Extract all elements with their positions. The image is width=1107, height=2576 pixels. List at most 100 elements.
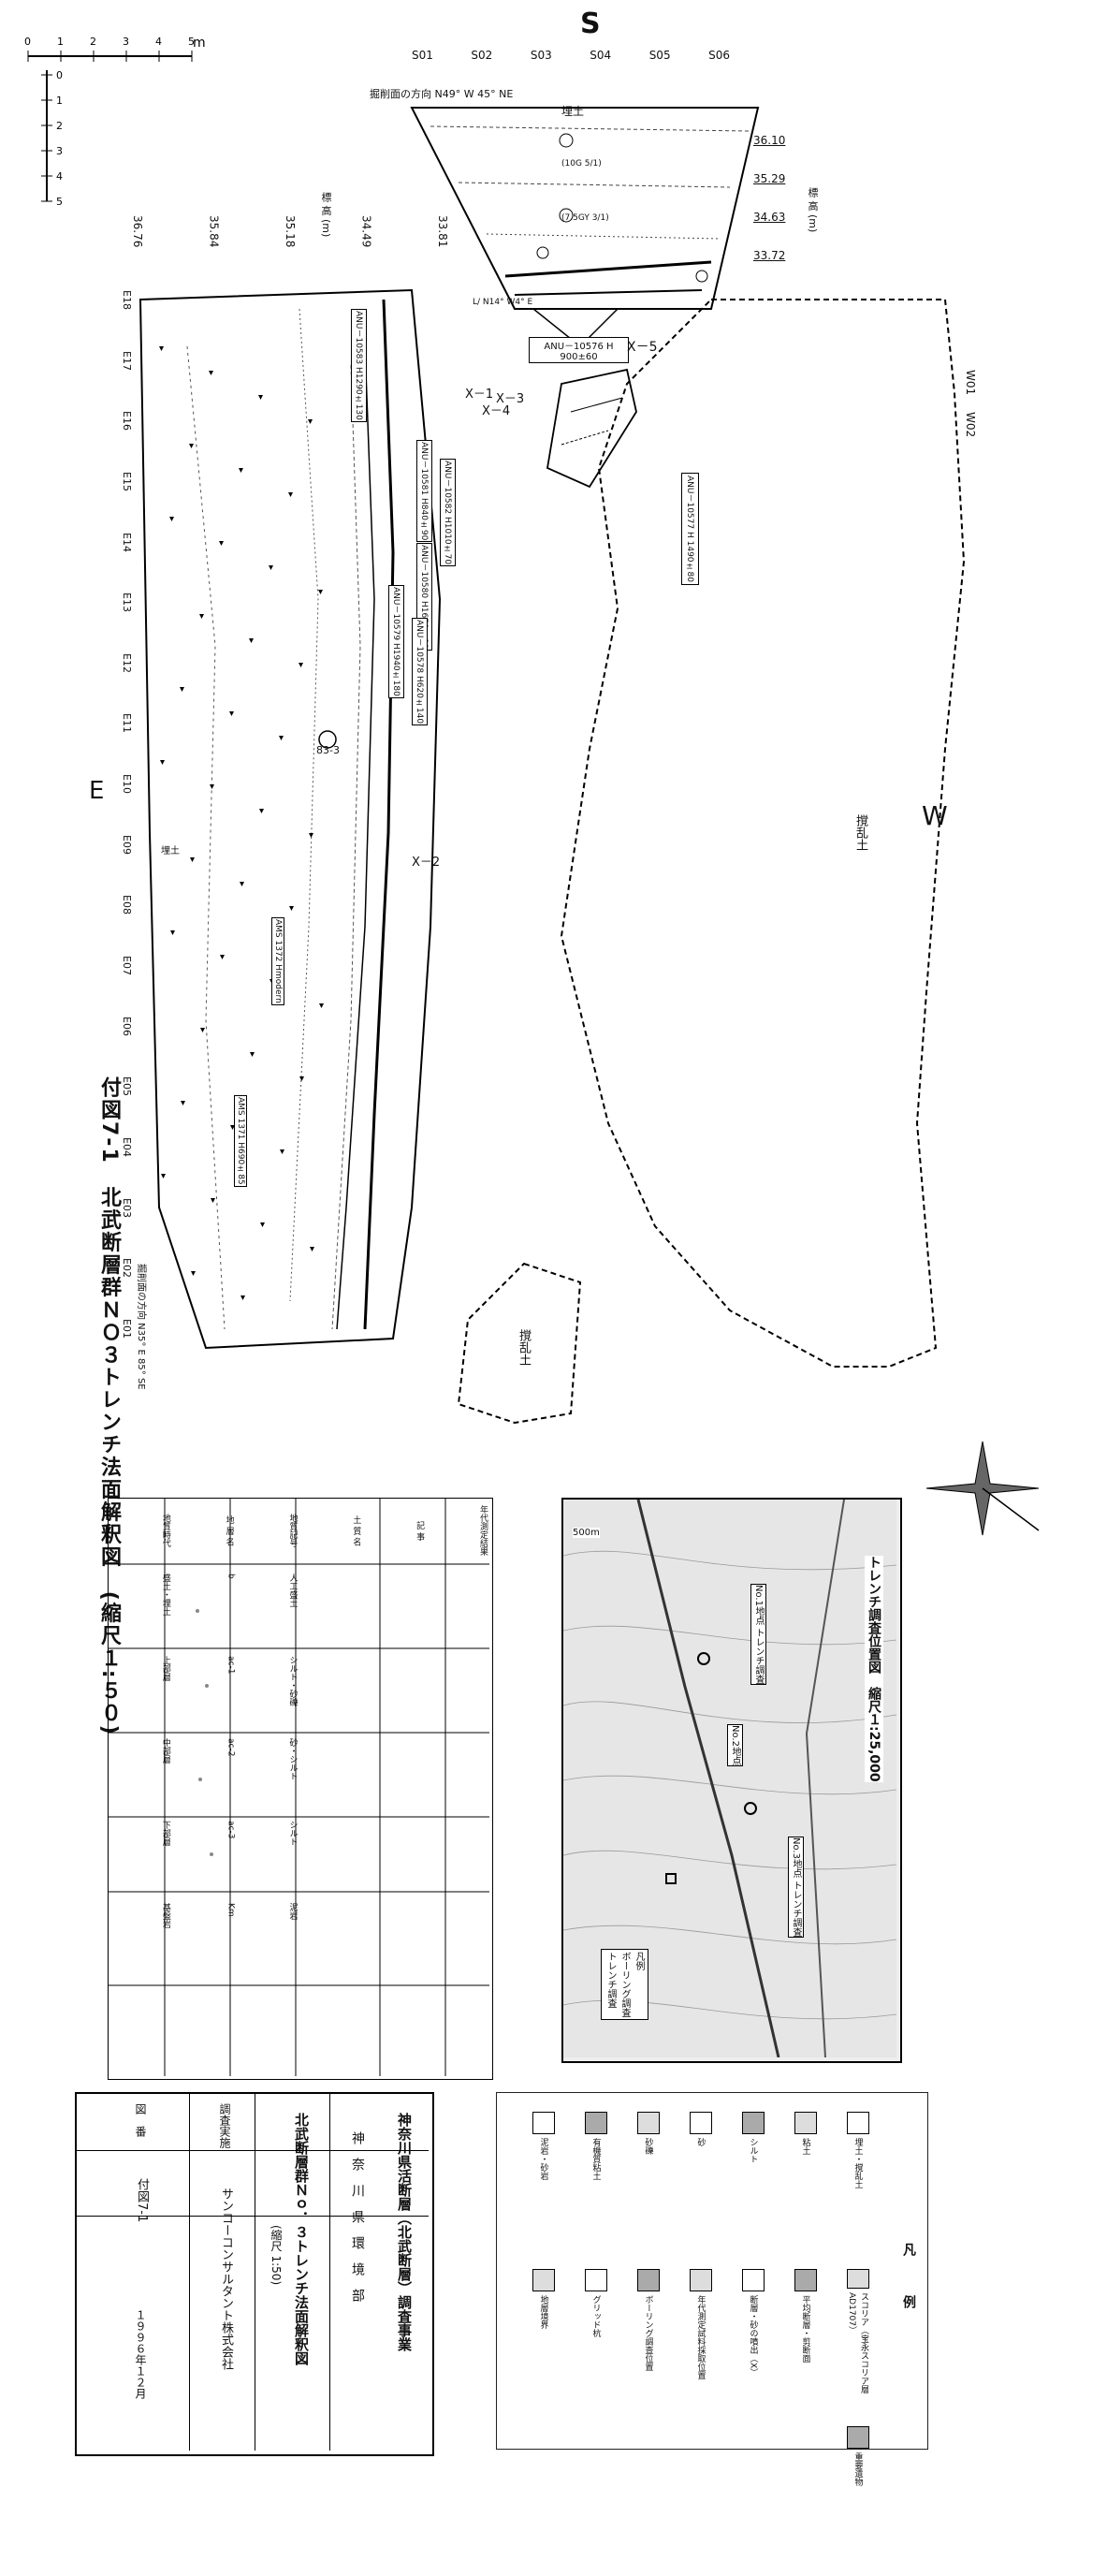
strat-cell: 砂・シルト xyxy=(287,1738,298,1780)
west-disturbed-label: 撹乱土 xyxy=(853,814,867,851)
scoria-mark xyxy=(229,711,234,716)
strat-cell xyxy=(299,1573,362,1656)
scoria-mark xyxy=(309,833,313,838)
east-sample-id: ANU－10582 H xyxy=(443,461,452,523)
scoria-mark xyxy=(209,371,213,375)
legend-item: 有機質粘土 xyxy=(574,2112,619,2261)
strat-cell: ac-2 xyxy=(226,1738,236,1757)
east-x-label-4: X－4 xyxy=(482,404,511,418)
strat-cell xyxy=(362,1738,426,1821)
scale-tick-label: 0 xyxy=(24,36,31,48)
strat-cell xyxy=(426,1738,489,1821)
scoria-mark xyxy=(180,687,184,692)
bottom-disturbed-zone xyxy=(457,1262,582,1425)
east-elevation: 36.76 xyxy=(131,215,144,248)
strat-cell xyxy=(362,1821,426,1903)
strat-cell: 下部層 xyxy=(160,1821,170,1846)
south-sample-id: ANU－10576 H xyxy=(544,342,614,352)
east-grid-label: E07 xyxy=(121,956,133,975)
scale-tick-label-v: 0 xyxy=(56,69,63,81)
strat-cell: b xyxy=(226,1573,236,1579)
legend-item-label: 地層境界 xyxy=(538,2295,548,2329)
south-sample-age: 900±60 xyxy=(560,352,598,362)
strat-cell xyxy=(299,1738,362,1821)
east-grid-label: E01 xyxy=(121,1318,133,1339)
strat-header-cell: 地質記号 xyxy=(287,1514,298,1547)
legend-swatch xyxy=(585,2112,607,2134)
south-grid-label: S04 xyxy=(590,49,612,62)
south-fault-label: L/ N14° W4° E xyxy=(473,298,533,307)
scale-tick-label-v: 2 xyxy=(56,120,63,132)
legend-item-label: 有機質粘土 xyxy=(590,2138,601,2180)
east-grid-label: E04 xyxy=(121,1136,133,1157)
legend-box: 凡 例 埋土・撹乱土粘土シルト砂砂礫有機質粘土泥岩・砂岩スコリア（宝永スコリア層… xyxy=(496,2092,928,2486)
scoria-mark xyxy=(299,1076,304,1081)
scale-tick-label: 3 xyxy=(123,36,129,48)
compass-east: E xyxy=(89,777,105,805)
scoria-mark xyxy=(211,1198,215,1203)
legend-item-label: 平均断層・剪断面 xyxy=(800,2295,810,2363)
strat-header-cell: 地 層 名 xyxy=(224,1515,234,1546)
legend-item-label: 粘土 xyxy=(800,2138,810,2155)
east-elevation: 33.81 xyxy=(436,215,449,248)
east-sample-box: ANU－10578 H620±140 xyxy=(412,618,428,726)
legend-swatch xyxy=(532,2112,555,2134)
south-x-label: X－5 xyxy=(627,340,658,355)
legend-item: 断層・砂の噴出（X） xyxy=(731,2269,776,2419)
legend-item: 年代測定試料採取位置 xyxy=(678,2269,723,2419)
west-sample-box: ANU－10577 H 1490±80 xyxy=(681,473,699,585)
east-grid-label: E15 xyxy=(121,471,133,491)
legend-item-label: 埋土・撹乱土 xyxy=(852,2138,863,2188)
strat-cell: 人工盛土 xyxy=(287,1573,298,1607)
south-sample-box: ANU－10576 H 900±60 xyxy=(529,337,629,363)
west-sample-id: ANU－10577 H xyxy=(685,476,694,538)
east-sample-box: ANU－10583 H1290±130 xyxy=(351,309,367,422)
legend-swatch xyxy=(794,2269,817,2291)
scoria-mark xyxy=(219,541,224,546)
legend-item-label: 砂礫 xyxy=(643,2138,653,2155)
tb-client: 神奈川県活断層（北武断層）調査事業 xyxy=(396,2113,413,2351)
map-label-no1: No.1地点 トレンチ調査 xyxy=(750,1584,766,1686)
strat-cell xyxy=(362,1573,426,1656)
scoria-mark xyxy=(240,1295,245,1300)
legend-item-label: グリッド杭 xyxy=(590,2295,601,2337)
east-grid-label: E05 xyxy=(121,1076,133,1097)
scoria-mark xyxy=(259,809,264,813)
scoria-mark xyxy=(170,930,175,935)
east-sample-id: ANU－10583 H xyxy=(354,311,363,373)
south-layer-note-2: (7.5GY 3/1) xyxy=(561,213,609,223)
strat-cell xyxy=(362,1656,426,1738)
legend-swatch xyxy=(847,2426,869,2449)
east-grid-label: E18 xyxy=(121,290,133,310)
legend-item-label: スコリア（宝永スコリア層 AD1707） xyxy=(847,2292,868,2394)
south-elevation: 34.63 xyxy=(753,211,786,224)
legend-item: ボーリング調査位置 xyxy=(626,2269,671,2419)
location-map-title: トレンチ調査位置図 縮尺１:25,000 xyxy=(865,1556,883,1782)
tb-fig-label: 図 番 xyxy=(134,2103,147,2137)
scoria-mark xyxy=(240,882,244,886)
east-elevation: 35.18 xyxy=(284,215,297,248)
east-elevation: 34.49 xyxy=(359,215,373,248)
south-elevation: 33.72 xyxy=(753,249,786,262)
legend-swatch xyxy=(637,2269,660,2291)
legend-item-label: 砂 xyxy=(695,2138,706,2146)
compass-south: S xyxy=(580,7,601,40)
scoria-mark xyxy=(169,517,174,521)
scoria-mark xyxy=(220,955,225,959)
west-grid-w01: W01 xyxy=(964,370,977,396)
south-direction-label: 掘削面の方向 N49° W 45° NE xyxy=(370,88,514,100)
south-elevation: 35.29 xyxy=(753,172,786,185)
strat-cell xyxy=(426,1656,489,1738)
scoria-mark xyxy=(191,1271,196,1276)
east-sample-age: 690±85 xyxy=(236,1149,245,1185)
bottom-disturbed-label: 撹乱土 xyxy=(517,1329,531,1366)
map-legend: 凡例 ボーリング調査 トレンチ調査 xyxy=(601,1949,648,2020)
legend-title: 凡 例 xyxy=(901,2243,916,2308)
strat-header-cell: 地質時代 xyxy=(160,1514,170,1547)
east-grid-label: E03 xyxy=(121,1197,133,1218)
tb-drawing-name: 北武断層群Ｎｏ．３トレンチ法面解釈図 xyxy=(293,2113,310,2365)
strat-header-cell: 土 質 名 xyxy=(351,1515,361,1546)
